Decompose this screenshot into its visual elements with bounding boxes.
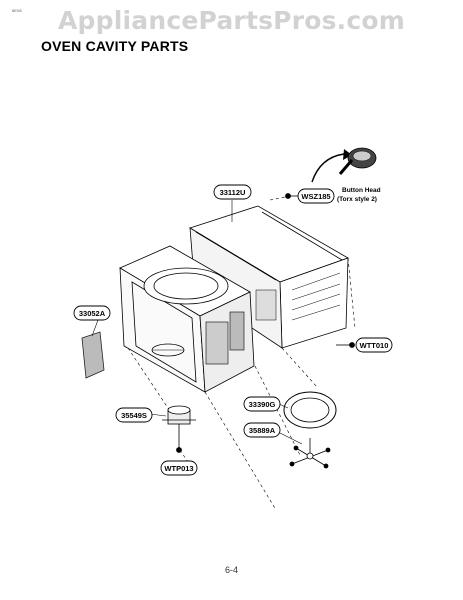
watermark-text: AppliancePartsPros.com <box>57 6 406 35</box>
turntable-motor <box>162 405 196 453</box>
callout-33052A-label: 33052A <box>79 309 106 318</box>
callout-35889A: 35889A <box>243 422 281 438</box>
callout-35889A-label: 35889A <box>249 426 276 435</box>
callout-WTP013: WTP013 <box>160 460 198 476</box>
roller-guide <box>289 438 331 469</box>
screw-note-line1: Button Head <box>342 187 381 194</box>
panel-33052a <box>81 331 105 379</box>
callout-WSZ185: WSZ185 <box>297 188 335 204</box>
corner-code: 6EV6 <box>12 8 22 13</box>
callout-WTT010-label: WTT010 <box>360 341 389 350</box>
wsz185-screw <box>285 193 298 199</box>
glass-tray <box>283 391 337 429</box>
oven-cavity <box>119 245 255 393</box>
wtt010-screw <box>336 342 355 348</box>
callout-33052A: 33052A <box>73 305 111 321</box>
callout-WTP013-label: WTP013 <box>164 464 193 473</box>
callout-WTT010: WTT010 <box>355 337 393 353</box>
leader-lines <box>127 195 356 511</box>
screw-note-line2: (Torx style 2) <box>337 196 377 203</box>
callout-35549S-label: 35549S <box>121 411 147 420</box>
page-title: OVEN CAVITY PARTS <box>41 38 189 54</box>
callout-35549S: 35549S <box>115 407 153 423</box>
callout-WSZ185-label: WSZ185 <box>301 192 330 201</box>
screw-detail <box>311 147 377 183</box>
callout-33112U: 33112U <box>213 184 252 200</box>
callout-33390G: 33390G <box>243 396 281 412</box>
callout-33390G-label: 33390G <box>249 400 276 409</box>
callout-33112U-label: 33112U <box>220 188 246 197</box>
callout-leaders <box>91 200 303 445</box>
page-number: 6-4 <box>224 565 238 575</box>
